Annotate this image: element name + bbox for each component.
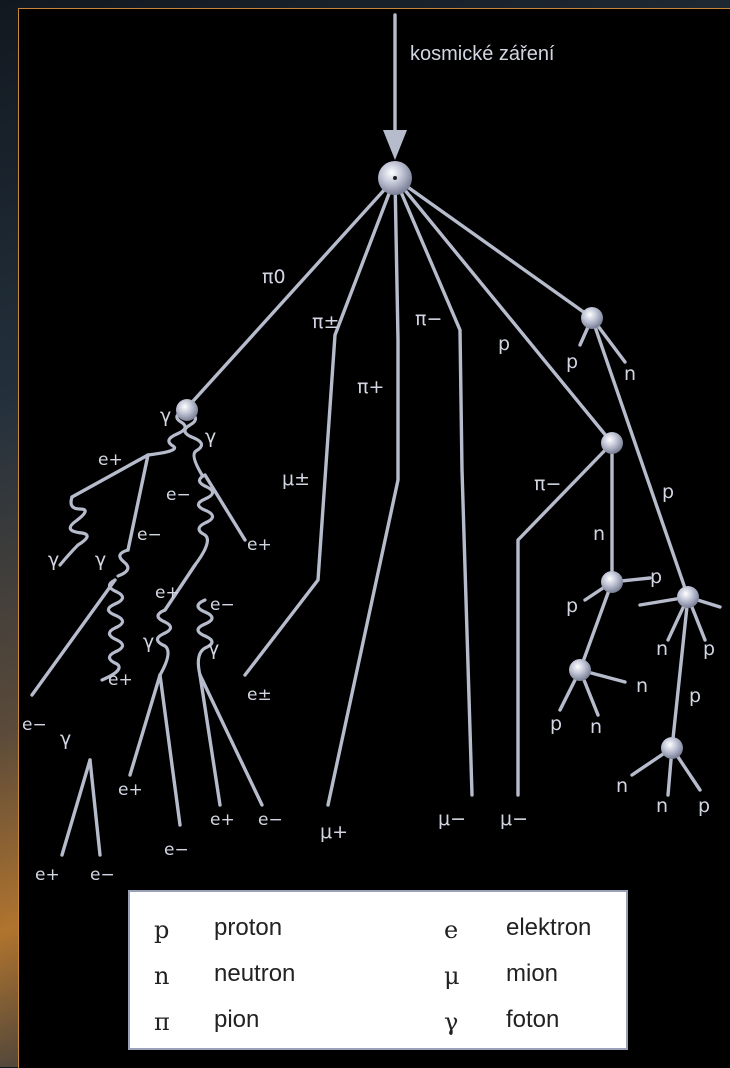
photon-gamma-e [157, 610, 170, 675]
legend-name-photon: foton [506, 1006, 559, 1034]
track-e-minus-left [32, 580, 115, 695]
particle-tracks [32, 178, 720, 855]
photon-gamma-d [118, 550, 128, 576]
label-e-minus-a: e− [166, 485, 191, 505]
label-r-p-down: p [689, 685, 701, 707]
track-n2-to-n3 [580, 582, 612, 670]
label-e-minus-c: e− [210, 595, 235, 615]
label-gamma-b: γ [205, 426, 216, 448]
label-pi-plus: π+ [357, 376, 384, 398]
track-e-plus-b [205, 475, 245, 540]
diagram-title: kosmické záření [410, 43, 555, 65]
photon-gamma-c [60, 497, 87, 565]
label-e-minus-g: e− [90, 865, 115, 885]
legend-name-pion: pion [214, 1006, 259, 1034]
label-mu-pm: μ± [282, 468, 310, 490]
legend-name-electron: elektron [506, 914, 591, 942]
label-r-n: n [656, 638, 668, 660]
label-e-minus-f: e− [258, 810, 283, 830]
track-pi-minus [395, 178, 472, 795]
label-n-n3-down: n [590, 716, 602, 738]
photon-tracks [60, 410, 213, 680]
photon-electron-chain [195, 475, 213, 565]
legend-symbol-neutron: n [154, 962, 169, 990]
label-p-long: p [662, 481, 674, 503]
label-e-plus-d: e+ [108, 670, 133, 690]
label-mu-plus: μ+ [320, 821, 348, 843]
label-b-n-left: n [616, 775, 628, 797]
track-p-long [592, 318, 688, 597]
label-e-pm: e± [247, 685, 272, 705]
label-mu-minus-b: μ− [500, 808, 528, 830]
vertex-pi0 [176, 399, 198, 421]
label-gamma-d: γ [95, 549, 106, 571]
vertex-n3 [569, 659, 591, 681]
label-n-n3-right: n [636, 675, 648, 697]
label-e-plus-b: e+ [247, 535, 272, 555]
label-e-plus-f: e+ [210, 810, 235, 830]
label-e-minus-b: e− [137, 525, 162, 545]
label-e-plus-g: e+ [35, 865, 60, 885]
vertex-b [661, 737, 683, 759]
legend-name-neutron: neutron [214, 960, 295, 988]
photon-gamma-b [185, 412, 202, 475]
label-p-n2-right: p [650, 566, 662, 588]
incoming-arrow-head [383, 130, 407, 160]
label-r-p: p [703, 638, 715, 660]
label-gamma-f: γ [208, 638, 219, 660]
legend-symbol-pion: π [154, 1008, 170, 1036]
label-p-right1: p [566, 351, 578, 373]
legend-symbol-proton: p [154, 916, 169, 944]
legend-name-muon: mion [506, 960, 558, 988]
track-e-minus-e [160, 675, 180, 825]
track-pi-plus [328, 178, 398, 805]
label-n-mid: n [593, 523, 605, 545]
label-p-n2-left: p [566, 595, 578, 617]
track-e-plus-g [62, 760, 90, 855]
track-e-minus-g [90, 760, 100, 855]
label-pi-minus-top: π− [415, 308, 442, 330]
label-b-p: p [698, 795, 710, 817]
label-p-top: p [498, 333, 510, 355]
label-pi0: π0 [262, 266, 286, 288]
label-pi-minus-right: π− [534, 473, 561, 495]
legend-name-proton: proton [214, 914, 282, 942]
label-e-plus-e: e+ [118, 780, 143, 800]
legend-box: p proton n neutron π pion e elektron μ m… [128, 890, 628, 1050]
label-gamma-g: γ [60, 728, 71, 750]
legend-symbol-electron: e [444, 916, 458, 944]
track-r-down [672, 597, 688, 748]
vertex-r [677, 586, 699, 608]
vertex-p [601, 432, 623, 454]
label-n-right1: n [624, 363, 636, 385]
label-gamma-c: γ [48, 549, 59, 571]
label-p-n3: p [550, 713, 562, 735]
interaction-vertices [176, 161, 699, 759]
legend-symbol-muon: μ [444, 962, 460, 990]
label-b-n-mid: n [656, 795, 668, 817]
label-gamma-a: γ [160, 405, 171, 427]
vertex-primary-dot [393, 176, 397, 180]
label-mu-minus-a: μ− [438, 808, 466, 830]
label-gamma-e: γ [143, 631, 154, 653]
label-e-plus-c: e+ [155, 583, 180, 603]
vertex-n1 [581, 307, 603, 329]
label-e-plus-a: e+ [98, 450, 123, 470]
label-pi-pm: π± [312, 311, 339, 333]
vertex-n2 [601, 571, 623, 593]
label-e-minus-left: e− [22, 715, 47, 735]
legend-symbol-photon: γ [444, 1008, 458, 1036]
track-e-plus-e [130, 675, 160, 775]
label-e-minus-e: e− [164, 840, 189, 860]
